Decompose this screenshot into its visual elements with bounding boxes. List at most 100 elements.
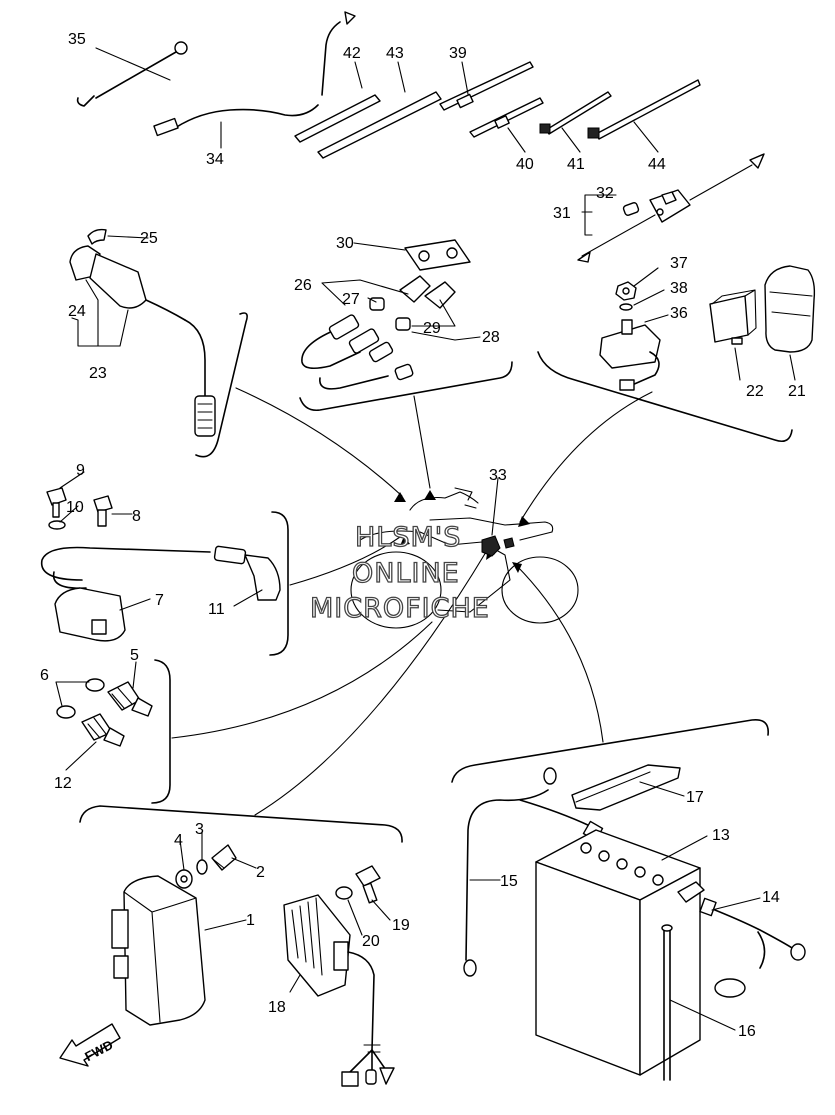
part-42-band [294,94,381,143]
part-41-cable-tie [539,91,612,135]
callout-25: 25 [140,230,158,247]
callout-28: 28 [482,329,500,346]
callout-13: 13 [712,827,730,844]
bracket-starter-relay-group [299,361,513,412]
callout-10: 10 [66,499,84,516]
part-31-fuse-holder [577,153,765,263]
callout-39: 39 [449,45,467,62]
part-20-washer [335,886,353,900]
callout-32: 32 [596,185,614,202]
callout-11: 11 [208,601,225,618]
part-1-cdi-unit [111,875,206,1026]
part-9-bolt [46,487,67,518]
part-43-band [317,91,442,159]
leader-arrows [171,387,653,816]
bracket-cdi-group [79,805,403,843]
callout-42: 42 [343,45,361,62]
part-10-washer [48,520,66,530]
callout-33: 33 [489,467,507,484]
callout-31: 31 [553,205,571,222]
part-7-ignition-coil [40,546,211,642]
part-24-23-pickup-assy [69,245,216,437]
watermark: HLSM'S ONLINE MICROFICHE [309,521,490,624]
part-33-position [481,535,501,557]
callout-36: 36 [670,305,688,322]
callout-9: 9 [76,462,85,479]
callout-1: 1 [246,912,255,929]
part-14-lead [699,897,806,998]
part-38-washer [619,303,633,311]
part-12-spark-plug [81,713,125,747]
callout-2: 2 [256,864,265,881]
part-8-bolt [93,495,113,527]
callout-21: 21 [788,383,806,400]
part-26-lead [301,314,414,390]
part-3-washer [196,859,208,875]
callout-12: 12 [54,775,72,792]
callout-16: 16 [738,1023,756,1040]
part-13-battery [535,829,705,1076]
part-18-rectifier-regulator [283,894,395,1087]
part-29-boot [395,317,411,331]
callout-15: 15 [500,873,518,890]
callout-44: 44 [648,156,666,173]
bracket-plug-group [151,659,171,804]
callout-17: 17 [686,789,704,806]
callout-20: 20 [362,933,380,950]
part-25-cap [87,228,107,245]
callout-30: 30 [336,235,354,252]
part-44-cable-tie [587,79,701,140]
part-37-nut [615,281,637,301]
callout-43: 43 [386,45,404,62]
callout-numbers: 35 34 42 43 39 40 41 44 32 31 25 30 37 3… [40,31,806,1040]
callout-35: 35 [68,31,86,48]
bracket-relay-group [537,351,793,443]
callout-5: 5 [130,647,139,664]
callout-26: 26 [294,277,312,294]
part-36-starter-relay [599,319,661,391]
callout-38: 38 [670,280,688,297]
callout-14: 14 [762,889,780,906]
callout-23: 23 [89,365,107,382]
callout-8: 8 [132,508,141,525]
watermark-line1: HLSM'S [355,522,461,553]
part-39-cable-tie [439,61,534,111]
callout-34: 34 [206,151,224,168]
part-11-plug-cap [213,545,281,601]
part-6-gaskets [56,678,105,719]
callout-19: 19 [392,917,410,934]
part-17-band [571,764,681,811]
watermark-line2: ONLINE [352,558,460,589]
callout-24: 24 [68,303,86,320]
callout-6: 6 [40,667,49,684]
callout-27: 27 [342,291,360,308]
part-21-cover [764,265,816,353]
part-16-breather-hose [661,924,673,1081]
callout-40: 40 [516,156,534,173]
callout-4: 4 [174,832,183,849]
part-30-plate [404,239,471,271]
part-40-cable-tie [469,97,544,138]
part-2-screw [211,844,237,871]
fwd-arrow: FWD [59,1023,121,1067]
callout-22: 22 [746,383,764,400]
part-5-spark-plug [107,681,153,717]
part-32-fuse [622,202,640,216]
callout-leaders [55,47,796,1031]
part-4-washer [175,869,193,889]
callout-29: 29 [423,320,441,337]
bracket-battery-group [451,718,769,783]
motorcycle-outline [350,487,579,629]
callout-7: 7 [155,592,164,609]
part-22-relay [709,289,757,345]
callout-18: 18 [268,999,286,1016]
part-35-lead-wire [76,41,188,107]
part-28-caps [399,275,456,309]
part-34-sub-lead [153,11,356,137]
callout-41: 41 [567,156,585,173]
watermark-line3: MICROFICHE [310,593,490,624]
bracket-coil-group [269,511,289,656]
callout-37: 37 [670,255,688,272]
